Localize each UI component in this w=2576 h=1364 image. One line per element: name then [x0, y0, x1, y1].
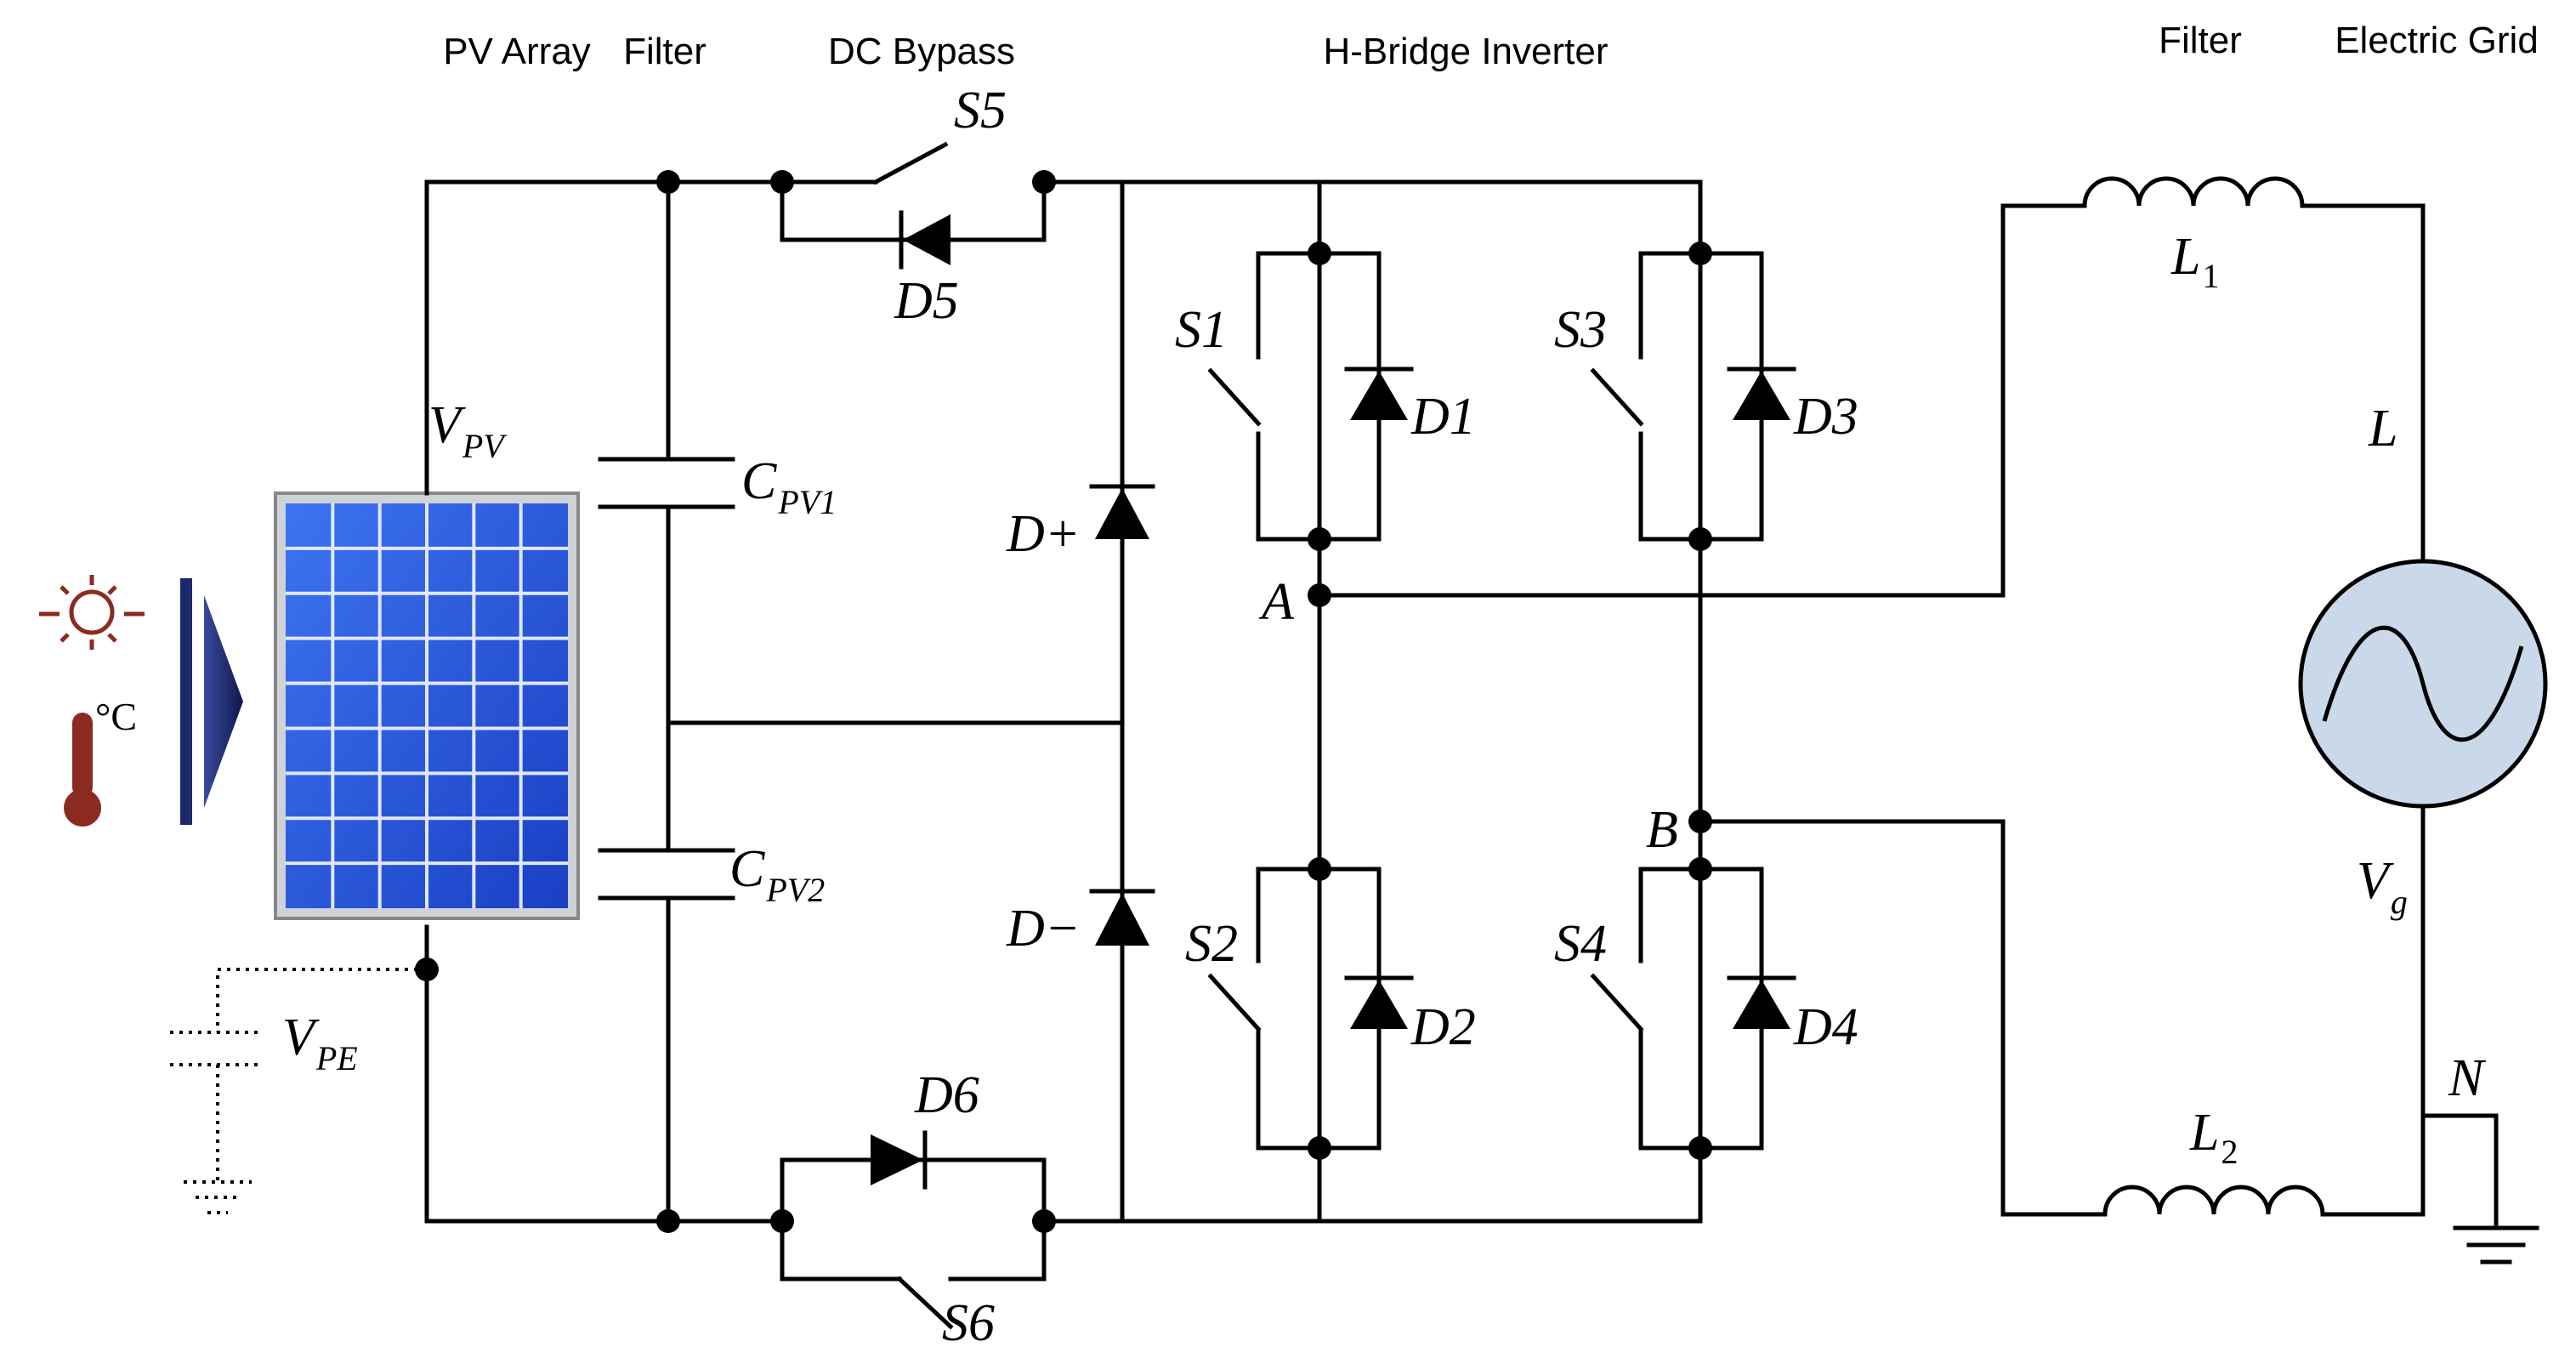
label-l2: L2: [2189, 1104, 2238, 1171]
label-s6: S6: [942, 1294, 995, 1352]
diode-d-plus: [1089, 484, 1155, 539]
ground-icon: [2453, 1225, 2539, 1265]
capacitor-cpv1: [598, 457, 735, 509]
diode-d3: [1727, 367, 1796, 420]
node-b-dot: [1688, 810, 1712, 833]
label-cpv1: CPV1: [741, 452, 837, 521]
label-vg: Vg: [2357, 852, 2408, 921]
label-s5: S5: [954, 82, 1007, 139]
label-d4: D4: [1793, 998, 1858, 1056]
diode-d2: [1344, 975, 1414, 1029]
sun-icon: [39, 575, 145, 650]
switch-s6-blade: [896, 1276, 954, 1330]
switch-s4-blade: [1590, 973, 1644, 1032]
ac-source-icon: [2298, 559, 2548, 809]
label-line-l: L: [2368, 400, 2397, 458]
label-s2: S2: [1185, 915, 1238, 973]
diode-d6: [871, 1130, 928, 1190]
solar-panel-icon: [274, 492, 580, 920]
label-d-plus: D+: [1006, 505, 1081, 563]
thermometer-icon: [64, 713, 101, 827]
label-vpv: VPV: [428, 396, 508, 465]
component-labels: VPV CPV1 CPV2 VPE S5 D5 D6 S6 D+ D− S1 D…: [282, 82, 2487, 1352]
label-vpe: VPE: [282, 1009, 358, 1077]
label-node-a: A: [1258, 573, 1295, 631]
header-pv-array: PV Array: [443, 31, 591, 72]
diode-d-minus: [1089, 889, 1155, 946]
diode-d5: [899, 210, 950, 270]
diode-d1: [1344, 367, 1414, 420]
header-h-bridge-inverter: H-Bridge Inverter: [1323, 31, 1608, 72]
label-d2: D2: [1410, 998, 1476, 1056]
header-dc-bypass: DC Bypass: [828, 31, 1015, 72]
label-d5: D5: [894, 272, 959, 330]
switch-blades: [872, 141, 1644, 1330]
label-s3: S3: [1554, 301, 1607, 359]
arrow-right-icon: [180, 578, 243, 825]
label-d3: D3: [1793, 388, 1858, 446]
label-d-minus: D−: [1006, 900, 1081, 958]
inductor-l1: [2082, 176, 2305, 208]
label-d1: D1: [1410, 388, 1476, 446]
label-s4: S4: [1554, 915, 1607, 973]
temperature-unit: °C: [95, 695, 137, 738]
header-filter-right: Filter: [2159, 20, 2242, 61]
switch-s2-blade: [1207, 973, 1262, 1032]
switch-s1-blade: [1207, 367, 1262, 427]
pe-leakage-path: [170, 968, 427, 1214]
circuit-wires: [424, 179, 2499, 1282]
label-neutral-n: N: [2448, 1049, 2487, 1107]
diode-d4: [1727, 975, 1796, 1029]
node-a-dot: [1308, 583, 1331, 607]
section-headers: PV Array Filter DC Bypass H-Bridge Inver…: [443, 20, 2539, 72]
label-node-b: B: [1646, 801, 1678, 859]
switch-s5-blade: [872, 141, 949, 185]
label-s1: S1: [1175, 301, 1228, 359]
label-d6: D6: [914, 1066, 979, 1124]
label-cpv2: CPV2: [729, 840, 825, 909]
junction-dots: [415, 170, 1712, 1233]
switch-s3-blade: [1590, 367, 1644, 427]
header-filter-left: Filter: [623, 31, 706, 72]
inductor-l2: [2102, 1185, 2325, 1217]
header-electric-grid: Electric Grid: [2335, 20, 2539, 61]
label-l1: L1: [2170, 228, 2219, 295]
capacitor-cpv2: [598, 848, 735, 901]
